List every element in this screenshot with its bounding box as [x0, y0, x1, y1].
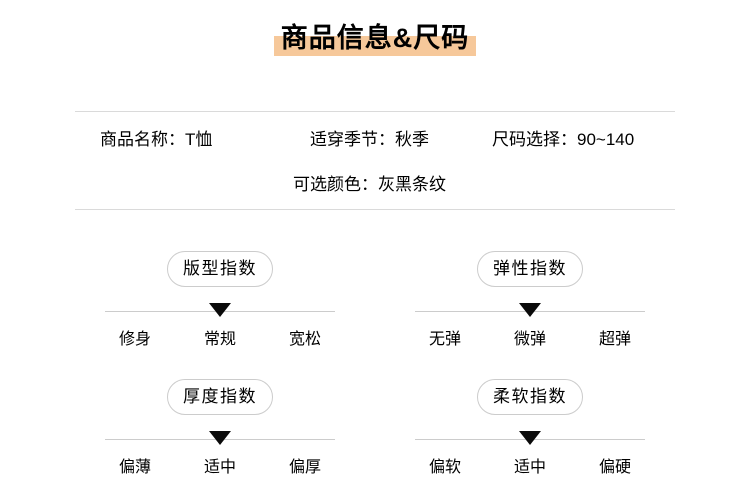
field-product-name: 商品名称：T恤 — [100, 130, 212, 150]
index-fit-pill-row: 版型指数 — [105, 251, 335, 287]
field-size-range: 尺码选择：90~140 — [492, 130, 634, 150]
field-size-range-label: 尺码选择： — [492, 130, 577, 149]
index-thickness-options: 偏薄 适中 偏厚 — [105, 458, 335, 478]
index-softness-options: 偏软 适中 偏硬 — [415, 458, 645, 478]
index-fit-option-2: 常规 — [203, 331, 236, 348]
index-thickness-title: 厚度指数 — [167, 379, 273, 415]
index-group-elasticity: 弹性指数 无弹 微弹 超弹 — [415, 251, 645, 356]
index-softness-pill-row: 柔软指数 — [415, 379, 645, 415]
index-softness-option-1: 偏软 — [429, 459, 462, 476]
index-thickness-option-3: 偏厚 — [288, 459, 321, 476]
field-size-range-value: 90~140 — [577, 130, 635, 149]
index-elasticity-option-2: 微弹 — [513, 331, 546, 348]
index-softness-option-2: 适中 — [513, 459, 546, 476]
field-product-name-value: T恤 — [185, 130, 213, 149]
index-fit-option-1: 修身 — [119, 331, 152, 348]
index-thickness-option-2: 适中 — [203, 459, 236, 476]
index-elasticity-option-1: 无弹 — [429, 331, 462, 348]
field-season-label: 适穿季节： — [310, 130, 395, 149]
index-softness-option-3: 偏硬 — [598, 459, 631, 476]
index-group-thickness: 厚度指数 偏薄 适中 偏厚 — [105, 379, 335, 484]
index-elasticity-option-3: 超弹 — [598, 331, 631, 348]
index-elasticity-pill-row: 弹性指数 — [415, 251, 645, 287]
index-thickness-axis — [105, 431, 335, 445]
index-softness-title: 柔软指数 — [477, 379, 583, 415]
field-season-value: 秋季 — [395, 130, 429, 149]
index-elasticity-axis — [415, 303, 645, 317]
index-thickness-option-1: 偏薄 — [119, 459, 152, 476]
index-group-fit: 版型指数 修身 常规 宽松 — [105, 251, 335, 356]
divider-bottom — [75, 209, 675, 210]
index-elasticity-title: 弹性指数 — [477, 251, 583, 287]
index-thickness-pill-row: 厚度指数 — [105, 379, 335, 415]
index-fit-selected-arrow-icon — [209, 303, 231, 317]
index-fit-title: 版型指数 — [167, 251, 273, 287]
index-elasticity-options: 无弹 微弹 超弹 — [415, 330, 645, 350]
index-group-softness: 柔软指数 偏软 适中 偏硬 — [415, 379, 645, 484]
index-softness-axis — [415, 431, 645, 445]
page-header: 商品信息&尺码 — [0, 20, 750, 56]
index-softness-selected-arrow-icon — [519, 431, 541, 445]
index-fit-options: 修身 常规 宽松 — [105, 330, 335, 350]
index-thickness-selected-arrow-icon — [209, 431, 231, 445]
divider-top — [75, 111, 675, 112]
field-season: 适穿季节：秋季 — [310, 130, 429, 150]
field-color: 可选颜色：灰黑条纹 — [293, 175, 446, 195]
index-elasticity-selected-arrow-icon — [519, 303, 541, 317]
page-title: 商品信息&尺码 — [273, 20, 477, 56]
index-fit-axis — [105, 303, 335, 317]
field-product-name-label: 商品名称： — [100, 130, 185, 149]
page-title-text: 商品信息&尺码 — [280, 23, 470, 53]
index-fit-option-3: 宽松 — [288, 331, 321, 348]
field-color-value: 灰黑条纹 — [378, 175, 446, 194]
field-color-label: 可选颜色： — [293, 175, 378, 194]
title-highlight — [273, 36, 477, 56]
